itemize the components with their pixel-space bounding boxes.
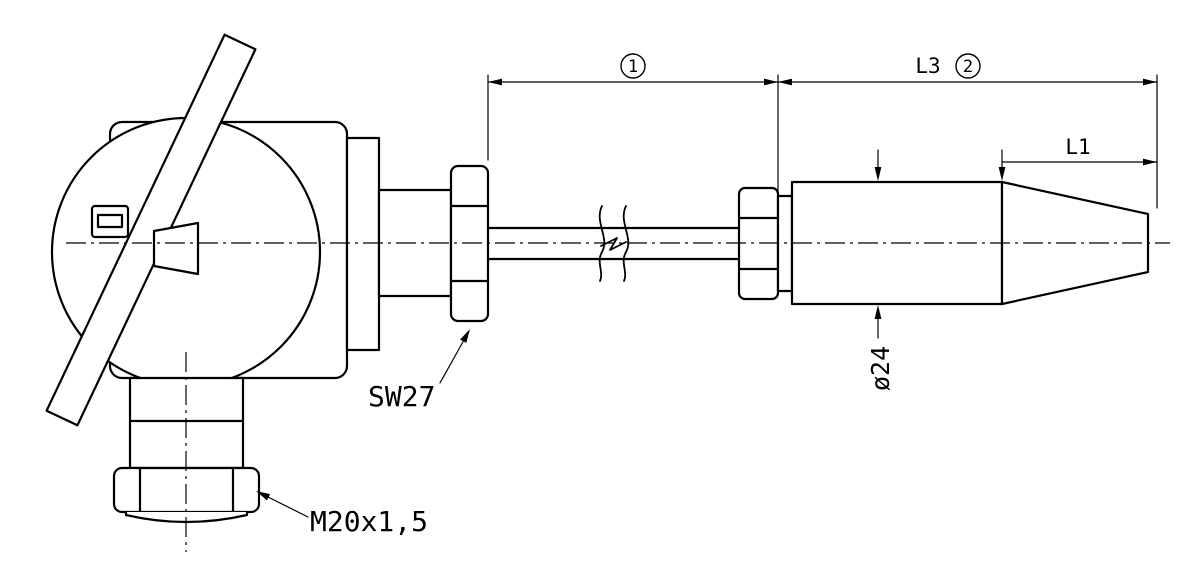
arrow-dia-up: [874, 305, 882, 319]
pos2-label: 2: [963, 57, 973, 77]
arrow-l1-right: [1143, 158, 1157, 166]
arrow-dia-down: [874, 167, 882, 181]
cover-screw-slot: [96, 213, 124, 229]
dimension-texts: 1 L3 2 L1 ø24 SW27 M20x1,5: [310, 54, 1091, 538]
leader-sw27: [439, 339, 465, 384]
head-cover-bar: [45, 33, 257, 427]
dimension-lines: [265, 53, 1158, 518]
diameter-label: ø24: [866, 346, 895, 391]
wrench-label: SW27: [368, 380, 435, 413]
head-dome-group: [45, 33, 322, 427]
arrow-pos1-left: [488, 78, 502, 86]
arrow-pos1-right: [764, 78, 778, 86]
centerlines: [66, 242, 1170, 552]
dimension-arrowheads: [256, 78, 1157, 501]
pos1-label: 1: [628, 57, 638, 77]
thread-label: M20x1,5: [310, 505, 428, 538]
break-wave-left: [598, 205, 606, 282]
arrow-leader-sw27: [460, 329, 470, 343]
stem-tube: [486, 226, 741, 261]
leader-m20: [265, 495, 309, 518]
arrow-l3-left: [778, 78, 792, 86]
pos1-balloon-circle: [620, 53, 646, 79]
arrow-l3-right: [1143, 78, 1157, 86]
break-zigzag: [600, 237, 627, 251]
head-flange-plate: [345, 136, 381, 352]
arrow-leader-m20: [256, 491, 271, 501]
l3-label: L3: [915, 54, 940, 78]
l1-label: L1: [1065, 135, 1090, 159]
terminal-block: [152, 221, 200, 276]
break-wave-right: [622, 205, 630, 282]
break-symbol: [598, 205, 630, 282]
pos2-balloon-circle: [955, 53, 981, 79]
arrow-l1-down: [998, 167, 1006, 181]
